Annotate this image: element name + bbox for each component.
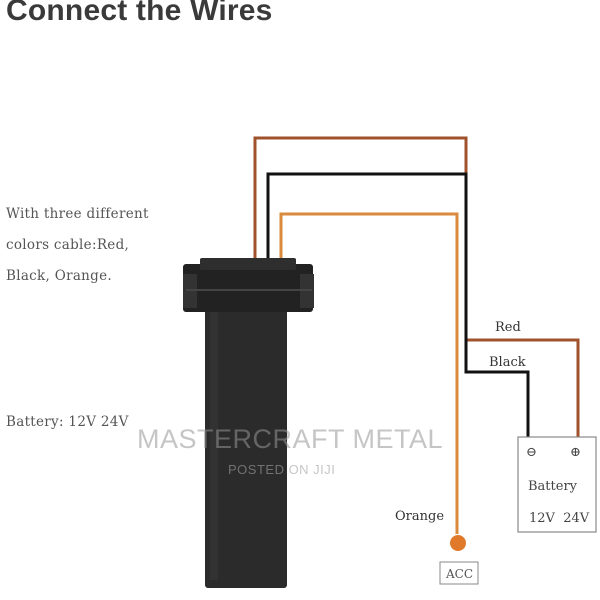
- battery-label: Battery: [528, 479, 578, 494]
- battery-outline: [517, 436, 597, 533]
- orange-wire-label: Orange: [395, 509, 444, 524]
- red-wire-label: Red: [495, 320, 521, 335]
- black-wire-label: Black: [489, 355, 526, 370]
- battery-spec-text: Battery: 12V 24V: [6, 414, 129, 430]
- device-cap: [200, 258, 296, 270]
- acc-label: ACC: [445, 567, 473, 581]
- description-line: Black, Orange.: [6, 268, 112, 284]
- battery-positive-terminal: ⊕: [570, 445, 581, 460]
- battery-box: ⊖ ⊕ Battery 12V 24V: [517, 436, 597, 533]
- device-head: [183, 264, 313, 312]
- battery-voltages: 12V 24V: [529, 511, 590, 526]
- orange-wire: [279, 212, 459, 534]
- battery-negative-terminal: ⊖: [526, 445, 537, 460]
- black-wire: [266, 172, 530, 442]
- watermark-main: MASTERCRAFT METAL: [137, 424, 444, 454]
- description-line: With three different: [6, 206, 149, 222]
- page-title: Connect the Wires: [6, 0, 273, 27]
- description-line: colors cable:Red,: [6, 237, 130, 253]
- watermark-sub: POSTED ON JIJI: [228, 462, 336, 477]
- device-body: [205, 300, 287, 588]
- tracker-device: [183, 258, 314, 588]
- acc-connector-dot: [450, 535, 466, 551]
- device-body-highlight: [210, 310, 218, 580]
- description-text: With three different colors cable:Red, B…: [6, 199, 149, 292]
- acc-box: [439, 561, 479, 585]
